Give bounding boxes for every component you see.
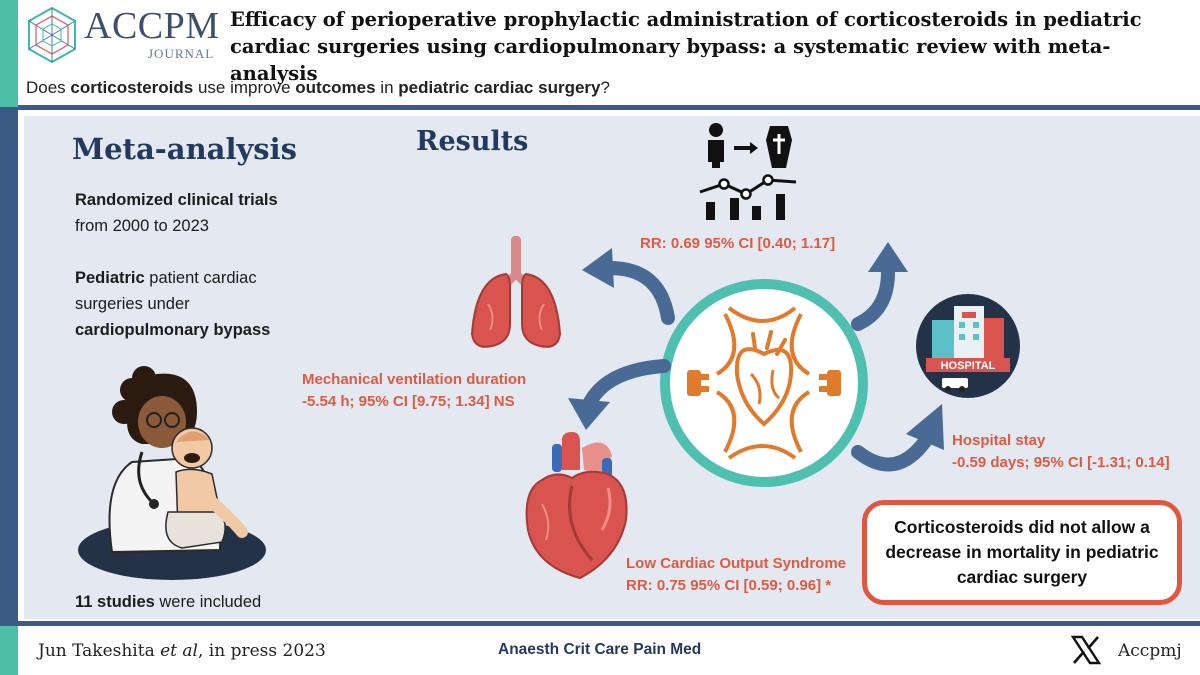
research-question: Does corticosteroids use improve outcome… xyxy=(26,78,610,97)
studies-text: 11 studies were included xyxy=(75,593,262,611)
hospital-sign: HOSPITAL xyxy=(941,360,996,372)
cardiopulmonary-bypass-icon xyxy=(660,279,868,487)
lungs-icon xyxy=(470,236,562,348)
mortality-icon xyxy=(699,123,797,220)
heart-icon xyxy=(525,432,628,580)
accent-bar-top xyxy=(0,0,18,107)
meta-analysis-heading: Meta-analysis xyxy=(72,132,297,166)
hospital-value: -0.59 days; 95% CI [-1.31; 0.14] xyxy=(952,454,1170,471)
logo-wordmark: ACCPM xyxy=(84,5,220,47)
footer-citation: Jun Takeshita et al, in press 2023 xyxy=(38,641,326,661)
hospital-result: Hospital stay -0.59 days; 95% CI [-1.31;… xyxy=(952,430,1170,474)
ventilation-label: Mechanical ventilation duration xyxy=(302,371,527,388)
arrow-to-lungs-icon xyxy=(582,248,675,325)
arrow-to-hospital-icon xyxy=(851,404,944,472)
footer-journal: Anaesth Crit Care Pain Med xyxy=(498,641,702,658)
results-heading: Results xyxy=(416,126,529,157)
page-title: Efficacy of perioperative prophylactic a… xyxy=(230,8,1142,85)
arrow-to-mortality-icon xyxy=(851,242,908,331)
ventilation-value: -5.54 h; 95% CI [9.75; 1.34] NS xyxy=(302,393,515,410)
ventilation-result: Mechanical ventilation duration -5.54 h;… xyxy=(302,369,526,413)
hospital-icon: HOSPITAL xyxy=(916,294,1020,398)
hospital-label: Hospital stay xyxy=(952,432,1046,449)
x-logo-icon[interactable] xyxy=(1070,634,1102,666)
conclusion-box: Corticosteroids did not allow a decrease… xyxy=(862,500,1182,605)
mortality-result: RR: 0.69 95% CI [0.40; 1.17] xyxy=(640,235,836,252)
side-bar xyxy=(0,107,18,626)
divider-bottom xyxy=(18,621,1200,626)
accent-bar-bottom xyxy=(0,626,18,675)
lcos-result: Low Cardiac Output Syndrome RR: 0.75 95%… xyxy=(626,553,846,597)
hexagon-logo-icon xyxy=(28,6,76,64)
doctor-with-baby-illustration xyxy=(78,366,266,580)
lcos-value: RR: 0.75 95% CI [0.59; 0.96] * xyxy=(626,577,832,594)
x-handle[interactable]: Accpmj xyxy=(1118,641,1182,661)
divider-top xyxy=(18,105,1200,110)
lcos-label: Low Cardiac Output Syndrome xyxy=(626,555,847,572)
arrow-to-heart-icon xyxy=(568,359,671,430)
logo-subtitle: JOURNAL xyxy=(148,46,215,61)
